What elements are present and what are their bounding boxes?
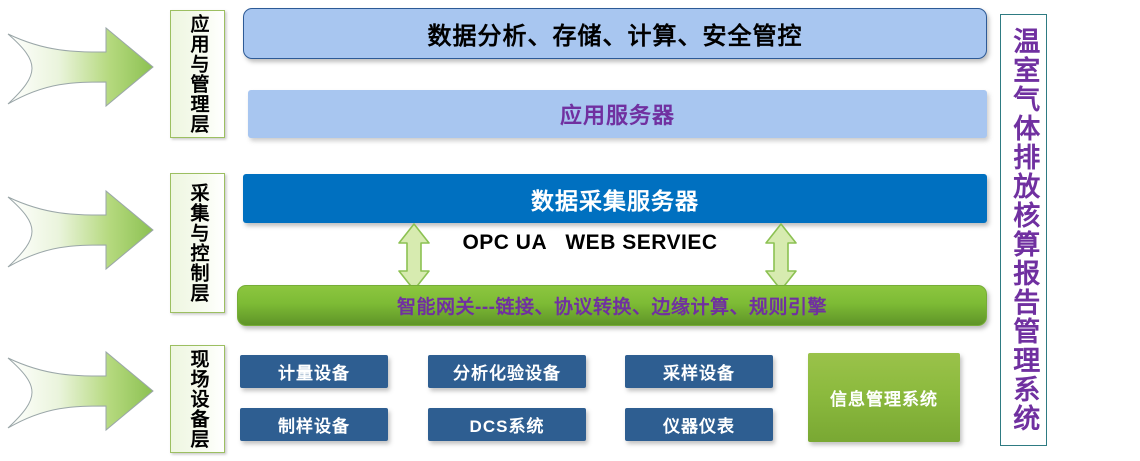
protocol-label: OPC UA WEB SERVIEC bbox=[462, 231, 718, 254]
data-collection-server-box[interactable]: 数据采集服务器 bbox=[243, 174, 987, 223]
intelligent-gateway-box[interactable]: 智能网关---链接、协议转换、边缘计算、规则引擎 bbox=[237, 285, 987, 326]
flow-arrow-bottom bbox=[2, 336, 157, 446]
flow-arrow-top bbox=[2, 12, 157, 122]
application-server-label: 应用服务器 bbox=[559, 103, 675, 128]
layer-label-text: 应用与管理层 bbox=[187, 14, 209, 134]
analytics-storage-compute-security-box[interactable]: 数据分析、存储、计算、安全管控 bbox=[243, 8, 987, 59]
layer-label-text: 现场设备层 bbox=[187, 349, 209, 449]
device-instrumentation-box[interactable]: 仪器仪表 bbox=[625, 408, 773, 441]
information-management-system-box[interactable]: 信息管理系统 bbox=[808, 353, 960, 442]
device-analysis-lab-box[interactable]: 分析化验设备 bbox=[428, 355, 586, 388]
device-metering-box[interactable]: 计量设备 bbox=[240, 355, 388, 388]
data-collection-server-label: 数据采集服务器 bbox=[531, 187, 699, 214]
system-title-banner: 温室气体排放核算报告管理系统 bbox=[1000, 14, 1047, 446]
device-label: DCS系统 bbox=[469, 417, 545, 436]
intelligent-gateway-label: 智能网关---链接、协议转换、边缘计算、规则引擎 bbox=[397, 297, 827, 318]
application-server-box[interactable]: 应用服务器 bbox=[248, 90, 987, 138]
layer-label-application-management: 应用与管理层 bbox=[170, 10, 225, 138]
bidirectional-arrow-right-icon bbox=[763, 222, 799, 292]
device-sample-prep-box[interactable]: 制样设备 bbox=[240, 408, 388, 441]
device-label: 采样设备 bbox=[663, 364, 735, 383]
layer-label-text: 采集与控制层 bbox=[187, 183, 209, 303]
device-label: 分析化验设备 bbox=[453, 364, 561, 383]
device-label: 仪器仪表 bbox=[663, 417, 735, 436]
device-label: 计量设备 bbox=[278, 364, 350, 383]
device-dcs-system-box[interactable]: DCS系统 bbox=[428, 408, 586, 441]
mis-label: 信息管理系统 bbox=[830, 390, 938, 409]
flow-arrow-middle bbox=[2, 175, 157, 285]
bidirectional-arrow-left-icon bbox=[396, 222, 432, 292]
system-title-text: 温室气体排放核算报告管理系统 bbox=[1009, 27, 1040, 433]
analytics-box-label: 数据分析、存储、计算、安全管控 bbox=[427, 23, 803, 50]
device-label: 制样设备 bbox=[278, 417, 350, 436]
device-sampling-box[interactable]: 采样设备 bbox=[625, 355, 773, 388]
layer-label-field-device: 现场设备层 bbox=[170, 345, 225, 453]
layer-label-collection-control: 采集与控制层 bbox=[170, 173, 225, 313]
